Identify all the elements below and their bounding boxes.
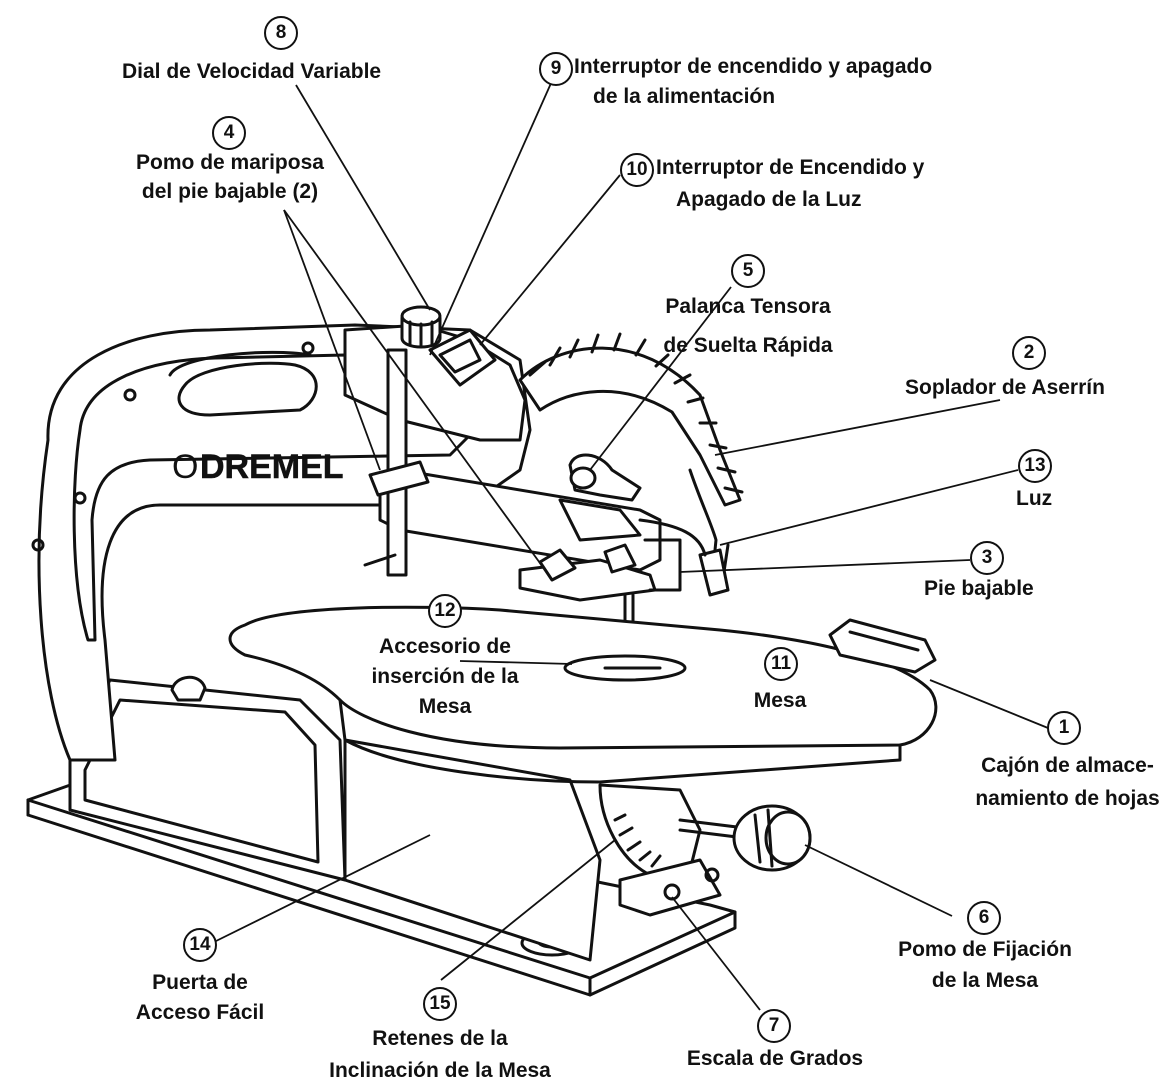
callout-label-14-line2: Acceso Fácil [135,1001,265,1024]
callout-number-5: 5 [731,254,765,288]
callout-label-8: Dial de Velocidad Variable [122,60,382,83]
saw-lower-housing [68,678,602,962]
tilt-trunnion [598,783,722,917]
callout-number-11: 11 [764,647,798,681]
callout-label-13: Luz [1016,487,1053,510]
callout-label-3: Pie bajable [924,577,1034,600]
callout-label-9-line1: Interruptor de encendido y apagado [574,55,933,78]
callout-label-14-line1: Puerta de [152,971,248,994]
blade-storage-drawer [828,618,937,674]
callout-number-15: 15 [423,987,457,1021]
callout-number-4: 4 [212,116,246,150]
callout-number-7: 7 [757,1009,791,1043]
callout-label-12-line3: Mesa [418,695,472,718]
callout-number-9: 9 [539,52,573,86]
callout-number-1: 1 [1047,711,1081,745]
callout-label-6-line1: Pomo de Fijación [898,938,1072,961]
brand-logo: DREMEL [200,448,344,486]
hold-down-foot [518,538,682,602]
callout-label-15-line1: Retenes de la [372,1027,508,1050]
callout-label-15-line2: Inclinación de la Mesa [329,1059,551,1082]
callout-number-14: 14 [183,928,217,962]
work-light [638,518,730,597]
callout-label-2: Soplador de Aserrín [905,376,1105,399]
speed-dial [400,305,442,349]
callout-label-1-line1: Cajón de almace- [981,754,1154,777]
callout-label-6-line2: de la Mesa [931,969,1039,992]
body-knob [170,675,207,702]
callout-number-10: 10 [620,153,654,187]
callout-label-10-line1: Interruptor de Encendido y [656,156,925,179]
callout-label-9-line2: de la alimentación [593,85,776,108]
callout-label-12-line1: Accesorio de [379,635,511,658]
callout-label-10-line2: Apagado de la Luz [676,188,862,211]
leader-lines [211,71,1049,1011]
callout-label-4-line1: Pomo de mariposa [136,151,324,174]
callout-label-5-line2: de Suelta Rápida [663,334,833,357]
hold-down-post [363,348,430,577]
callout-number-2: 2 [1012,336,1046,370]
tension-lever [568,453,642,502]
callout-number-8: 8 [264,16,298,50]
callout-number-13: 13 [1018,449,1052,483]
callout-number-6: 6 [967,901,1001,935]
callout-label-11: Mesa [753,689,807,712]
callout-label-4-line2: del pie bajable (2) [141,180,319,203]
callout-label-1-line2: namiento de hojas [975,787,1160,810]
callout-label-7: Escala de Grados [686,1047,864,1070]
callout-label-5-line1: Palanca Tensora [665,295,831,318]
brand-logo-o: O [172,448,198,486]
callout-number-12: 12 [428,594,462,628]
table-lock-knob [678,804,812,872]
callout-number-3: 3 [970,541,1004,575]
callout-label-12-line2: inserción de la [371,665,519,688]
